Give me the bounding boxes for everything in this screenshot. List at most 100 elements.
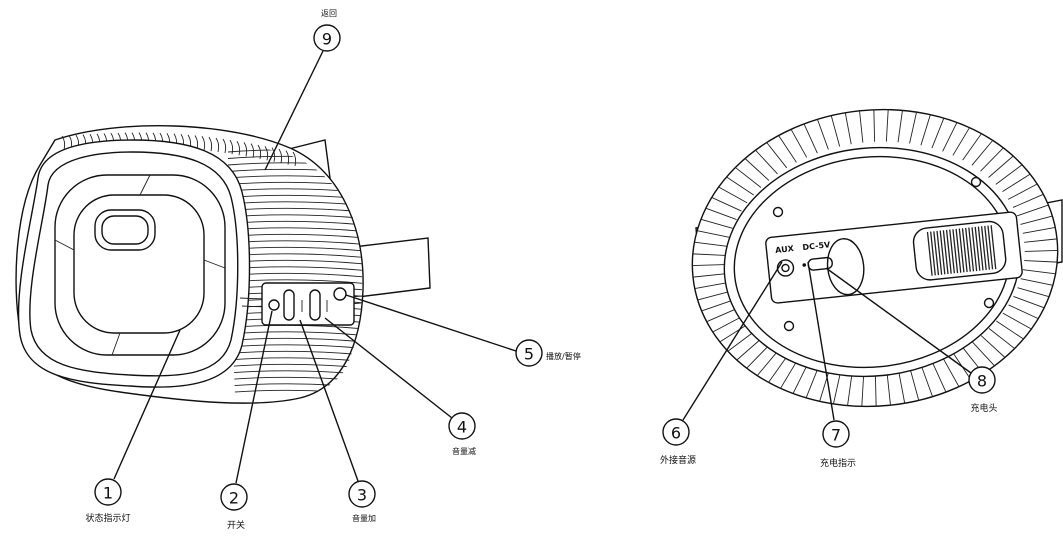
port-strip: AUX DC-5V [765,211,1023,304]
callout-label: 播放/暂停 [546,351,581,361]
grille-slot [980,226,987,271]
callout-number: 1 [103,484,113,503]
volume-down-button [283,289,295,321]
status-indicator-lens [101,215,149,245]
fin [250,143,255,158]
fin [706,308,738,323]
fin [952,127,970,156]
fin [859,110,864,143]
fin [229,139,234,155]
fin [697,230,730,238]
fin [1002,173,1031,193]
fin [727,331,755,352]
leader-line [235,310,273,484]
fin [861,374,865,407]
aux-jack-hole [781,263,790,273]
leader-line [299,319,359,482]
callout-circle [348,480,376,508]
callout-7: 7 充电指示 [807,261,856,469]
fin [278,148,283,164]
fin [942,122,958,152]
cooling-fins-rear [692,109,1058,407]
grille-slot [984,225,991,270]
callout-3: 3 音量加 [299,319,376,523]
callout-label: 充电指示 [820,457,856,469]
callout-circle [968,366,996,394]
fin [227,331,363,337]
callout-number: 5 [524,345,534,364]
leader-line [825,267,972,374]
fin [1002,312,1032,330]
fin [921,366,933,397]
fin [780,360,798,389]
fin [736,338,762,361]
fin [909,112,917,144]
speaker-grille-ring [54,174,226,356]
leader-line [682,261,783,421]
callout-number: 9 [322,30,332,49]
front-frame-inner [29,151,239,377]
fin [692,264,726,266]
fin [718,186,748,204]
fin [243,142,248,157]
callout-number: 7 [831,426,841,445]
fin [1022,269,1056,275]
fin [701,299,733,312]
grille-slot [974,226,981,271]
aux-label: AUX [775,244,795,255]
fin [1007,183,1038,200]
fin [885,109,889,142]
fin [726,176,754,196]
grille-slot [926,231,933,276]
grille-slot [987,225,994,270]
grille-slot [990,225,997,270]
charging-indicator-led [802,263,807,267]
fin [790,129,808,158]
callout-number: 6 [671,424,681,443]
fin [1020,278,1053,286]
fin [792,364,808,394]
fin [805,367,819,398]
callout-label: 外接音源 [660,454,696,466]
callout-number: 3 [357,486,367,505]
callout-number: 4 [457,418,467,437]
volume-up-button [309,289,321,321]
grille-slot [945,229,952,274]
fin [711,196,742,212]
grille-slot [968,227,975,272]
speaker-rear-view: AUX DC-5V [691,108,1063,408]
fin [778,135,797,163]
grille-slot [936,230,943,275]
leader-line [345,294,517,352]
fin [874,374,877,407]
fin [980,147,1004,172]
fin [844,112,852,145]
screw-hole [970,176,982,188]
grille-slot [942,230,949,275]
grille-slot [933,231,940,276]
fin [931,118,945,149]
grille-slot [949,229,956,274]
fin [1024,260,1058,263]
fin [744,158,770,181]
screw-hole [983,297,995,309]
speaker-grille-inner [73,194,205,334]
fin [1017,204,1049,217]
fin [746,344,770,369]
fin [803,123,818,154]
grille-slot [977,226,984,271]
grille-seam [111,332,121,356]
fin [1024,250,1058,252]
grille-slot [965,227,971,272]
fin [920,114,931,146]
rear-grille-slots [926,225,997,276]
fin [1024,238,1058,243]
callout-number: 2 [229,489,239,508]
fin [897,110,903,143]
leader-line [324,317,453,419]
fin [898,371,906,404]
fin [692,253,726,256]
fin [208,136,213,152]
